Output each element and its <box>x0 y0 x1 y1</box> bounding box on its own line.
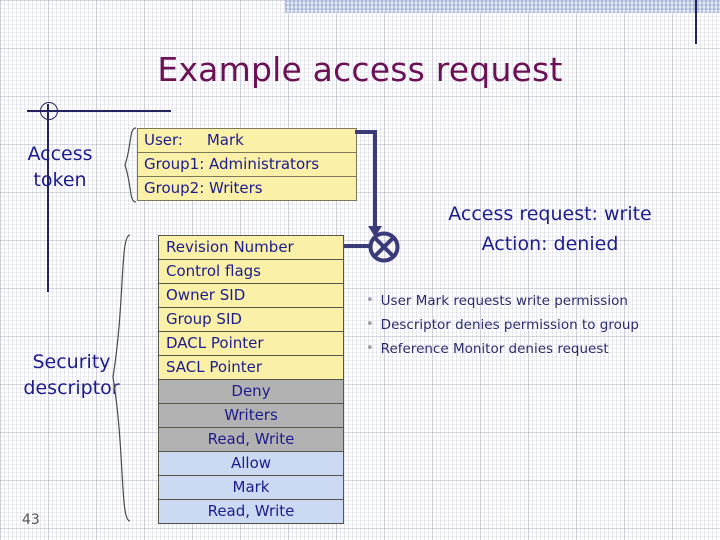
decorative-circle-marker <box>40 102 58 120</box>
bullet-item: • User Mark requests write permission <box>366 289 706 313</box>
descriptor-row: Control flags <box>159 260 343 284</box>
page-number: 43 <box>22 512 40 528</box>
security-descriptor-label: Security descriptor <box>0 349 143 401</box>
bullet-item: • Descriptor denies permission to group <box>366 313 706 337</box>
descriptor-row: Read, Write <box>159 500 343 523</box>
decorative-vertical-line <box>47 104 49 292</box>
connector-token-vertical <box>373 130 377 230</box>
security-descriptor-label-line1: Security <box>32 351 111 373</box>
descriptor-row: Deny <box>159 380 343 404</box>
page-title: Example access request <box>157 50 563 89</box>
right-vertical-rule <box>695 0 697 44</box>
descriptor-row: SACL Pointer <box>159 356 343 380</box>
descriptor-row: Owner SID <box>159 284 343 308</box>
access-token-label: Access token <box>0 141 120 193</box>
token-row-group1: Group1: Administrators <box>138 153 356 177</box>
descriptor-row: Writers <box>159 404 343 428</box>
descriptor-row: Mark <box>159 476 343 500</box>
security-descriptor-label-line2: descriptor <box>23 377 120 399</box>
access-token-label-line1: Access <box>27 143 93 165</box>
descriptor-row: DACL Pointer <box>159 332 343 356</box>
bullet-dot-icon: • <box>366 317 374 332</box>
bullet-text: Reference Monitor denies request <box>380 341 609 357</box>
token-row-user: User: Mark <box>138 129 356 153</box>
bullet-item: • Reference Monitor denies request <box>366 337 706 361</box>
bullet-dot-icon: • <box>366 293 374 308</box>
access-token-label-line2: token <box>33 169 87 191</box>
top-decorative-band <box>285 0 720 13</box>
descriptor-row: Allow <box>159 452 343 476</box>
token-row-group2: Group2: Writers <box>144 179 263 197</box>
descriptor-row: Group SID <box>159 308 343 332</box>
connector-descriptor-horizontal <box>343 244 369 248</box>
security-descriptor-brace <box>112 234 131 522</box>
explanation-bullet-list: • User Mark requests write permission • Des… <box>366 289 706 361</box>
connector-token-horizontal <box>355 130 377 134</box>
descriptor-row: Revision Number <box>159 236 343 260</box>
bullet-dot-icon: • <box>366 341 374 356</box>
access-token-brace <box>124 127 137 203</box>
bullet-text: Descriptor denies permission to group <box>380 317 639 333</box>
access-token-box: User: Mark Group1: Administrators Group2… <box>137 128 357 201</box>
bullet-text: User Mark requests write permission <box>380 293 628 309</box>
descriptor-row: Read, Write <box>159 428 343 452</box>
circle-x-icon <box>368 231 400 263</box>
connector-arrow-down <box>368 226 382 237</box>
access-request-line: Access request: write <box>448 203 652 225</box>
decorative-horizontal-line <box>27 110 171 112</box>
access-result-block: Access request: write Action: denied <box>400 199 700 259</box>
action-result-line: Action: denied <box>481 233 619 255</box>
